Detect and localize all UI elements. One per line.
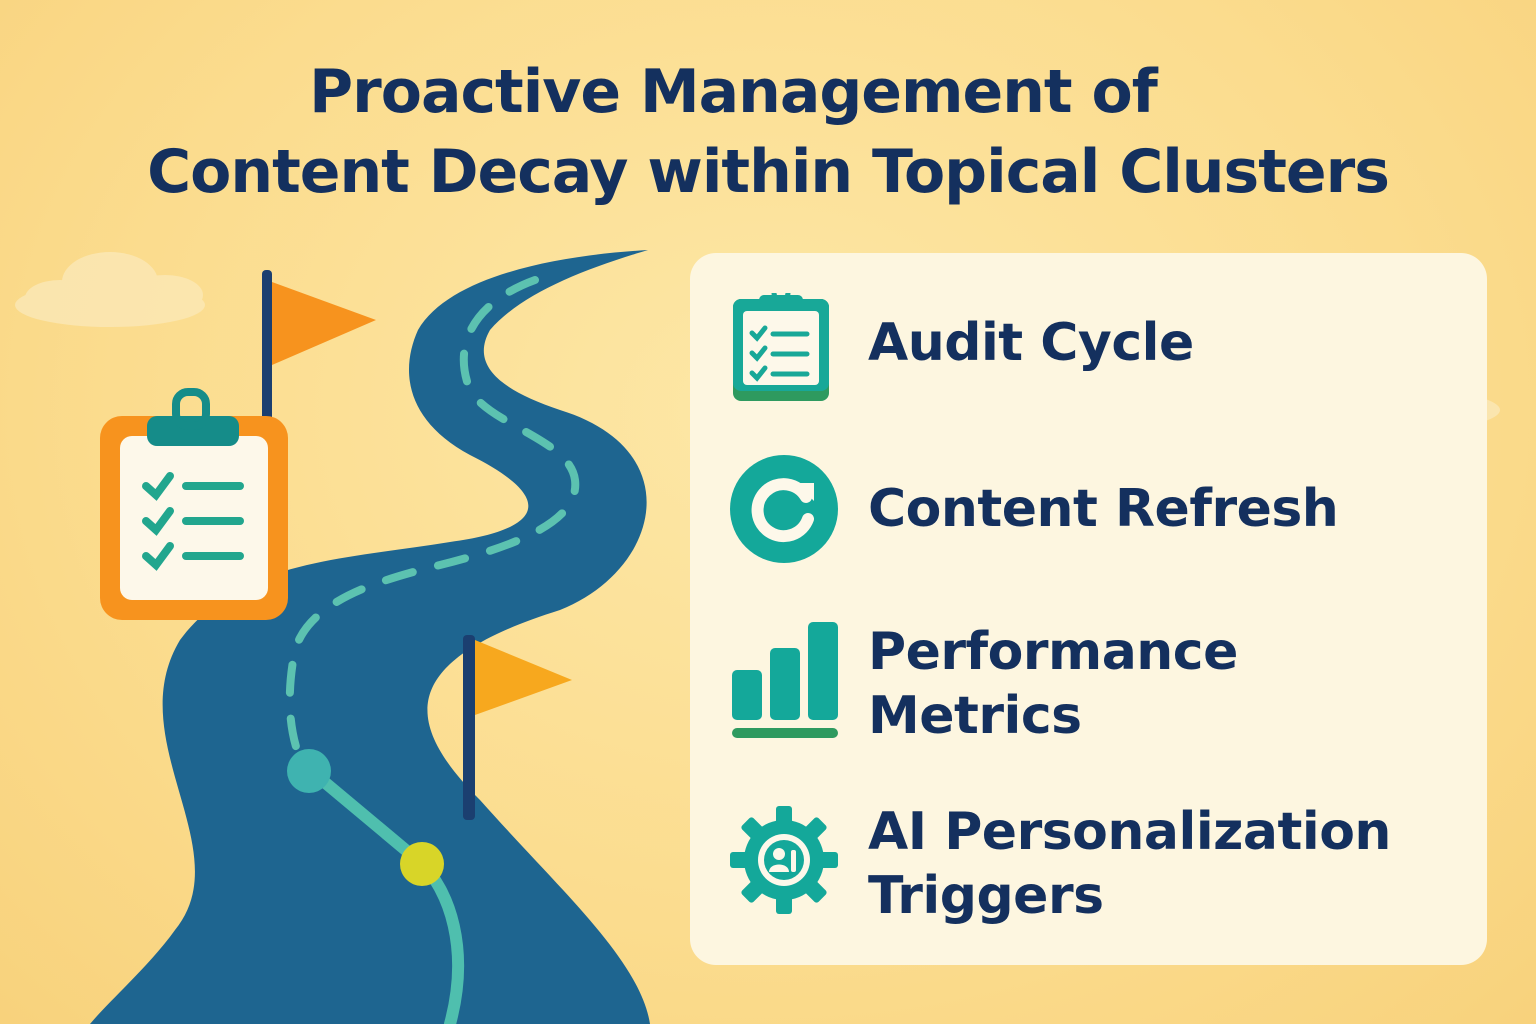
page-title: Proactive Management of Content Decay wi… (0, 52, 1536, 212)
feature-item-content-refresh: Content Refresh (690, 453, 1487, 565)
feature-panel: Audit Cycle Content Refresh Performance … (690, 253, 1487, 965)
cloud-left (15, 252, 205, 327)
winding-road (90, 250, 650, 1024)
clipboard-checklist-icon (733, 293, 829, 401)
feature-label: Content Refresh (868, 479, 1339, 539)
route-node-yellow (400, 842, 444, 886)
road-dashes (285, 276, 580, 774)
title-line-1: Proactive Management of (309, 57, 1158, 127)
clipboard-large-icon (100, 388, 288, 620)
refresh-icon (730, 455, 838, 563)
feature-item-ai-personalization-triggers: AI Personalization Triggers (690, 798, 1487, 928)
bar-chart-icon (732, 622, 838, 738)
gear-user-icon (730, 806, 838, 914)
flag-bottom-icon (463, 635, 572, 820)
title-line-2: Content Decay within Topical Clusters (147, 137, 1390, 207)
feature-item-performance-metrics: Performance Metrics (690, 618, 1487, 748)
feature-label: AI Personalization Triggers (868, 802, 1391, 926)
flag-top-icon (262, 270, 376, 430)
feature-label: Audit Cycle (868, 313, 1194, 373)
feature-item-audit-cycle: Audit Cycle (690, 293, 1487, 403)
feature-label: Performance Metrics (868, 622, 1238, 746)
route-node-teal (287, 749, 331, 793)
